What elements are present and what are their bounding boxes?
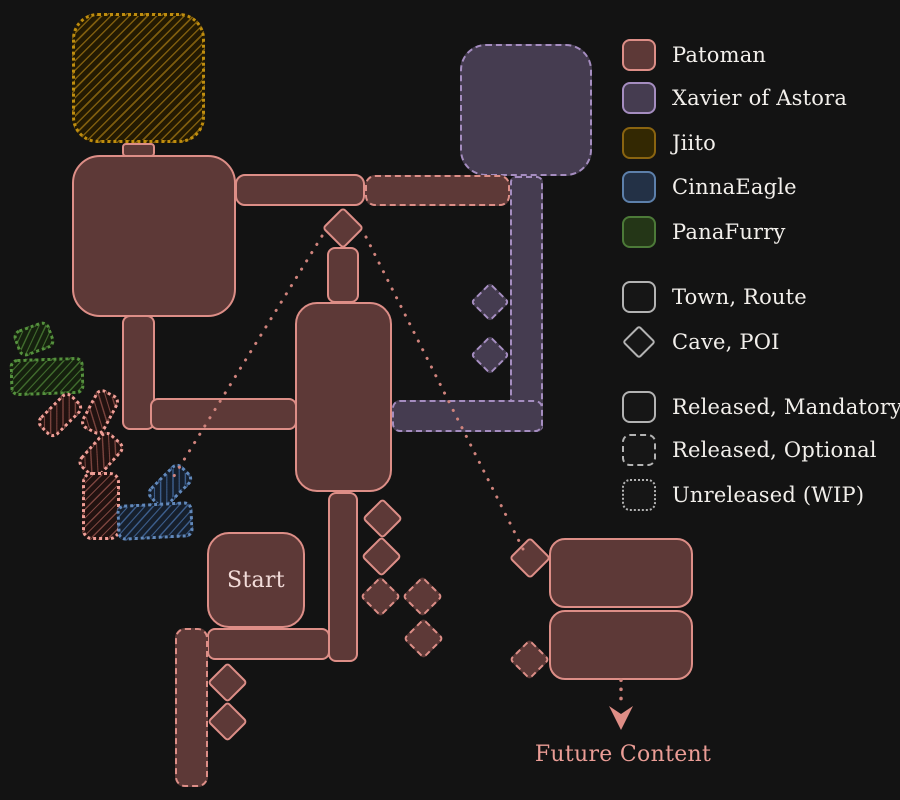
legend-label: Xavier of Astora xyxy=(672,86,848,110)
legend-label: CinnaEagle xyxy=(672,175,797,199)
dotted-connector-left xyxy=(172,234,324,478)
patoman-route-below-start xyxy=(207,628,330,660)
jiito-swatch xyxy=(622,127,656,159)
released-optional-swatch xyxy=(622,434,656,466)
patoman-tall-town xyxy=(295,302,392,492)
patoman-horizontal-route-1 xyxy=(150,398,297,430)
patoman-vertical-route-1 xyxy=(122,315,155,430)
legend-item-cave-poi: Cave, POI xyxy=(622,325,780,359)
legend-item-released-mandatory: Released, Mandatory xyxy=(622,390,900,424)
legend-label: Unreleased (WIP) xyxy=(672,483,865,507)
patoman-vertical-route-2 xyxy=(328,492,358,662)
dotted-connector-right xyxy=(364,235,525,551)
future-arrow-head xyxy=(609,706,633,730)
xavier-town xyxy=(460,44,592,176)
patoman-top-route xyxy=(235,174,365,206)
legend-item-town-route: Town, Route xyxy=(622,280,807,314)
legend-item-cinnaeagle: CinnaEagle xyxy=(622,170,797,204)
jiito-wip-town xyxy=(72,13,205,143)
legend-label: PanaFurry xyxy=(672,220,786,244)
cave-poi-swatch-wrap xyxy=(622,325,656,359)
start-town-label: Start xyxy=(227,567,285,593)
legend-item-jiito: Jiito xyxy=(622,126,716,160)
future-town-upper xyxy=(549,538,693,608)
legend-item-panafurry: PanaFurry xyxy=(622,215,786,249)
xavier-horizontal-route xyxy=(392,400,543,432)
legend-label: Released, Optional xyxy=(672,438,877,462)
legend-item-released-optional: Released, Optional xyxy=(622,433,877,467)
legend-label: Patoman xyxy=(672,43,767,67)
legend-item-patoman: Patoman xyxy=(622,38,766,72)
patoman-big-town xyxy=(72,155,236,317)
town-route-swatch xyxy=(622,281,656,313)
panafurry-swatch xyxy=(622,216,656,248)
legend-label: Released, Mandatory xyxy=(672,395,900,419)
future-content-label: Future Content xyxy=(534,742,712,767)
future-town-lower xyxy=(549,610,693,680)
cave-poi-diamond-swatch xyxy=(622,325,656,359)
legend-label: Jiito xyxy=(672,131,716,155)
legend-label: Cave, POI xyxy=(672,330,780,354)
start-town: Start xyxy=(207,532,305,628)
patoman-swatch xyxy=(622,39,656,71)
legend-item-xavier: Xavier of Astora xyxy=(622,81,847,115)
xavier-swatch xyxy=(622,82,656,114)
unreleased-wip-swatch xyxy=(622,479,656,511)
cinnaeagle-swatch xyxy=(622,171,656,203)
released-mandatory-swatch xyxy=(622,391,656,423)
legend-label: Town, Route xyxy=(672,285,807,309)
patoman-top-route-optional xyxy=(365,175,510,206)
legend-item-unreleased-wip: Unreleased (WIP) xyxy=(622,478,864,512)
patoman-left-dashed-route xyxy=(175,628,208,787)
